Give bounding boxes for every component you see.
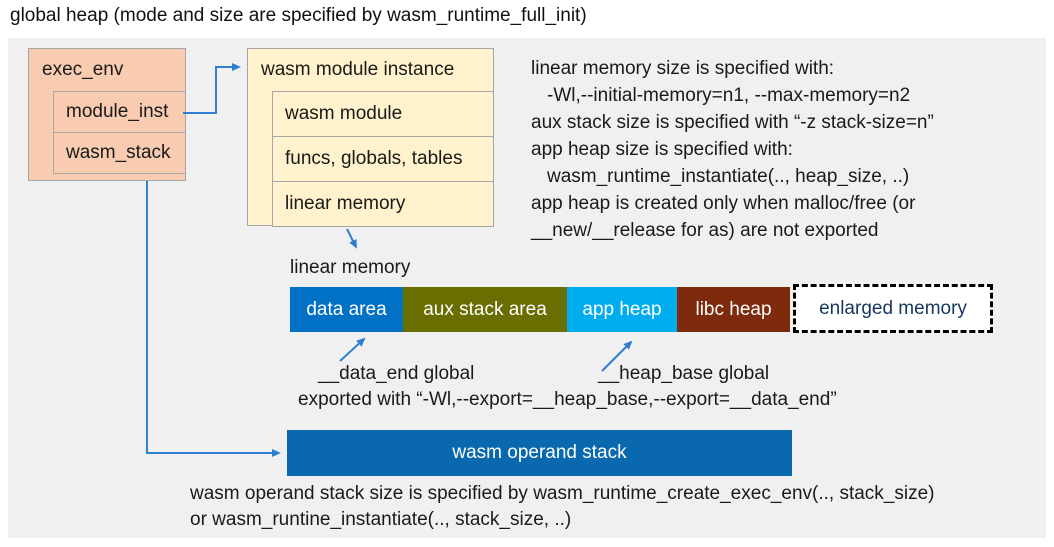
- exec-env-row-label: module_inst: [66, 101, 169, 122]
- note-line: wasm operand stack size is specified by …: [190, 483, 935, 504]
- note-line: app heap size is specified with:: [531, 139, 793, 160]
- linear-memory-label: linear memory: [290, 257, 411, 278]
- note-line: linear memory size is specified with:: [531, 58, 835, 79]
- segment-label: app heap: [582, 298, 662, 320]
- operand-stack-label: wasm operand stack: [452, 442, 627, 463]
- segment-label: data area: [306, 298, 387, 320]
- note-line: app heap is created only when malloc/fre…: [531, 193, 916, 214]
- size-notes: linear memory size is specified with: -W…: [531, 55, 1036, 244]
- segment-label: libc heap: [695, 298, 772, 320]
- operand-stack-notes: wasm operand stack size is specified by …: [190, 481, 935, 533]
- data-end-global-label: __data_end global: [318, 363, 475, 384]
- exec-env-row-wasm-stack: wasm_stack: [53, 132, 186, 174]
- segment-data-area: data area: [290, 287, 403, 332]
- segment-label: enlarged memory: [819, 297, 967, 319]
- module-instance-row-label: funcs, globals, tables: [285, 148, 463, 169]
- page-title: global heap (mode and size are specified…: [10, 5, 587, 26]
- exec-env-title: exec_env: [42, 59, 124, 80]
- module-instance-box: wasm module instance wasm module funcs, …: [247, 48, 494, 227]
- module-instance-row-label: linear memory: [285, 193, 406, 214]
- segment-app-heap: app heap: [567, 287, 677, 332]
- segment-libc-heap: libc heap: [677, 287, 790, 332]
- exported-with-label: exported with “-Wl,--export=__heap_base,…: [298, 389, 837, 410]
- wasm-operand-stack-bar: wasm operand stack: [287, 430, 792, 476]
- note-line: aux stack size is specified with “-z sta…: [531, 112, 934, 133]
- module-instance-row-label: wasm module: [285, 103, 403, 124]
- module-instance-row-funcs-globals-tables: funcs, globals, tables: [272, 136, 494, 182]
- exec-env-row-label: wasm_stack: [66, 142, 171, 163]
- note-line: or wasm_runtine_instantiate(.., stack_si…: [190, 509, 572, 530]
- module-instance-row-wasm-module: wasm module: [272, 91, 494, 137]
- module-instance-row-linear-memory: linear memory: [272, 181, 494, 227]
- linear-memory-bar: data area aux stack area app heap libc h…: [290, 287, 790, 332]
- note-line: __new/__release for as) are not exported: [531, 220, 879, 241]
- segment-label: aux stack area: [423, 298, 547, 320]
- segment-aux-stack-area: aux stack area: [403, 287, 567, 332]
- segment-enlarged-memory: enlarged memory: [793, 284, 993, 333]
- note-line: -Wl,--initial-memory=n1, --max-memory=n2: [547, 85, 911, 106]
- exec-env-box: exec_env module_inst wasm_stack: [28, 48, 186, 181]
- exec-env-row-module-inst: module_inst: [53, 91, 186, 133]
- note-line: wasm_runtime_instantiate(.., heap_size, …: [547, 166, 910, 187]
- heap-base-global-label: __heap_base global: [598, 363, 770, 384]
- module-instance-title: wasm module instance: [261, 59, 455, 80]
